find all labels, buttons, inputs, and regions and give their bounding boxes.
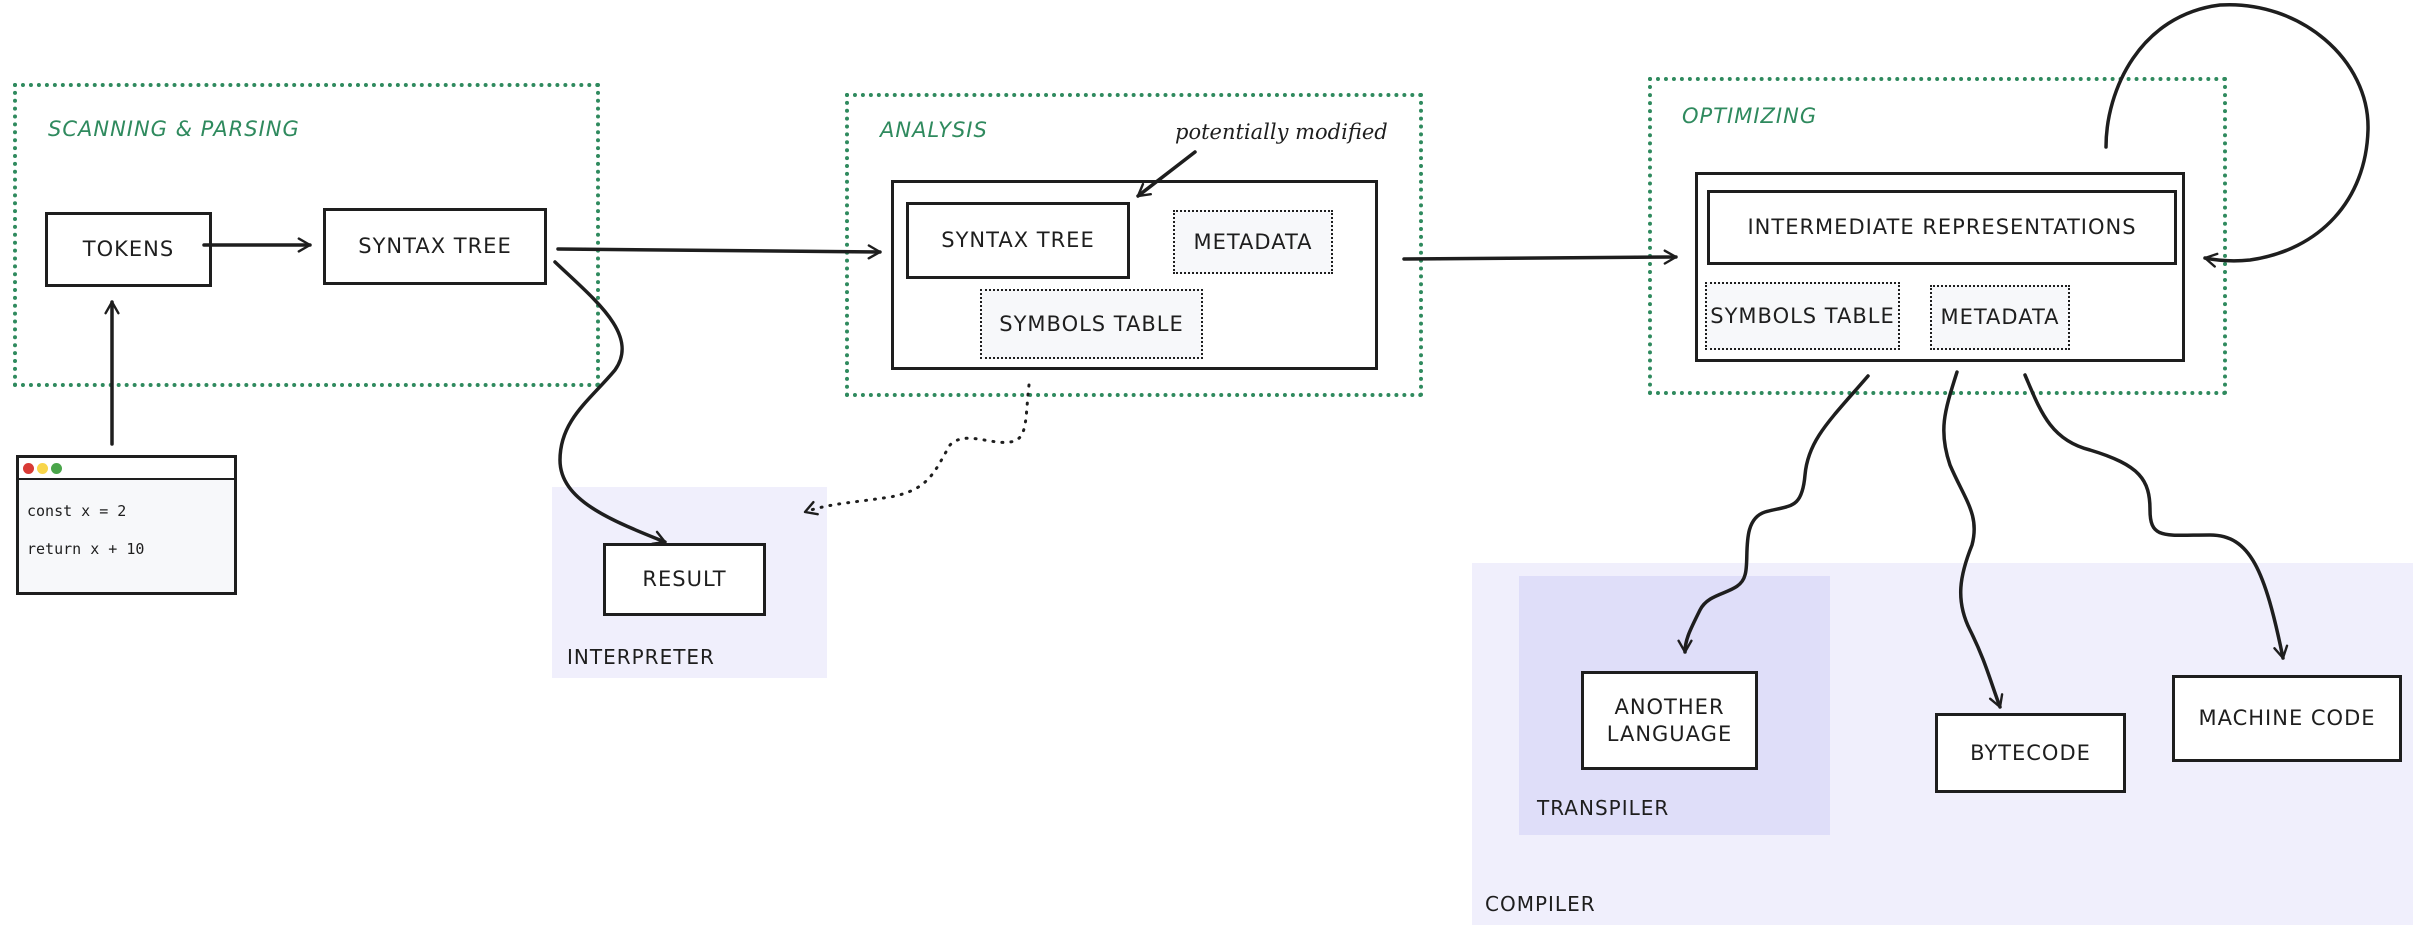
- transpiler-label: TRANSPILER: [1537, 796, 1670, 820]
- close-dot-icon: [23, 463, 34, 474]
- maximize-dot-icon: [51, 463, 62, 474]
- arrow-analysis-to-optimizing: [1402, 249, 1678, 265]
- result-node[interactable]: RESULT: [603, 543, 766, 616]
- analysis-metadata-node[interactable]: METADATA: [1173, 210, 1333, 274]
- code-line: return x + 10: [27, 540, 145, 558]
- scanning-parsing-group: [13, 83, 600, 387]
- optimizing-metadata-node[interactable]: METADATA: [1930, 285, 2070, 350]
- window-titlebar: [19, 458, 234, 480]
- arrow-analysis-to-interpreter-dotted: [803, 383, 1031, 516]
- optimizing-label: OPTIMIZING: [1682, 104, 1818, 128]
- interpreter-label: INTERPRETER: [567, 645, 715, 669]
- analysis-symbols-table-node[interactable]: SYMBOLS TABLE: [980, 289, 1203, 359]
- code-line: const x = 2: [27, 502, 127, 520]
- arrow-syntax-tree-to-analysis: [556, 244, 882, 260]
- machine-code-node[interactable]: MACHINE CODE: [2172, 675, 2402, 762]
- analysis-group: [845, 93, 1423, 397]
- optimizing-symbols-table-node[interactable]: SYMBOLS TABLE: [1705, 282, 1900, 350]
- analysis-label: ANALYSIS: [880, 118, 988, 142]
- code-content: const x = 2 return x + 10: [19, 480, 234, 568]
- analysis-syntax-tree-node[interactable]: SYNTAX TREE: [906, 202, 1130, 279]
- potentially-modified-annotation: potentially modified: [1175, 120, 1388, 144]
- source-code-window[interactable]: const x = 2 return x + 10: [16, 455, 237, 595]
- another-language-node[interactable]: ANOTHER LANGUAGE: [1581, 671, 1758, 770]
- intermediate-representations-node[interactable]: INTERMEDIATE REPRESENTATIONS: [1707, 190, 2177, 265]
- scanning-parsing-label: SCANNING & PARSING: [48, 117, 300, 141]
- tokens-node[interactable]: TOKENS: [45, 212, 212, 287]
- syntax-tree-node[interactable]: SYNTAX TREE: [323, 208, 547, 285]
- minimize-dot-icon: [37, 463, 48, 474]
- compiler-label: COMPILER: [1485, 892, 1596, 916]
- bytecode-node[interactable]: BYTECODE: [1935, 713, 2126, 793]
